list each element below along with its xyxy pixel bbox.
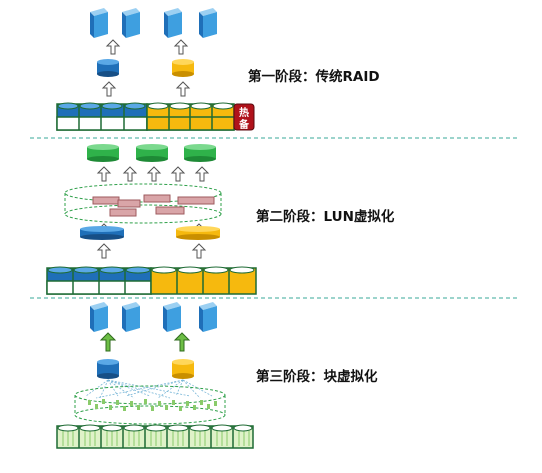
up-arrow-icon	[99, 332, 117, 352]
up-arrow-icon	[146, 166, 162, 182]
up-arrow-icon	[170, 166, 186, 182]
stage-2-label: 第二阶段：LUN虚拟化	[256, 209, 395, 225]
stage-1-disk-array	[56, 102, 235, 131]
cylinder-icon	[136, 144, 168, 162]
server-icon	[122, 8, 140, 38]
stage-1-hosts	[90, 8, 217, 38]
server-icon	[90, 8, 108, 38]
block-chunks	[88, 399, 217, 411]
lun-slice	[92, 196, 120, 205]
stage-2-hosts	[87, 144, 216, 162]
cylinder-icon	[184, 144, 216, 162]
cylinder-icon	[176, 226, 220, 240]
block-virtualization-pool	[74, 385, 226, 425]
stage-2-disk-array	[46, 266, 257, 295]
up-arrow-icon	[173, 332, 191, 352]
lun-slice	[117, 199, 141, 208]
cylinder-icon	[172, 359, 194, 379]
server-icon	[199, 8, 217, 38]
stage-3-disk-array	[56, 424, 254, 449]
lun-slice	[155, 206, 185, 215]
lun-slice	[143, 194, 171, 203]
up-arrow-icon	[175, 81, 191, 97]
server-icon	[163, 302, 181, 332]
hot-spare-disk: 热 备	[233, 103, 255, 131]
server-icon	[122, 302, 140, 332]
server-icon	[199, 302, 217, 332]
block-mapping-lines	[85, 379, 213, 399]
cylinder-icon	[97, 59, 119, 77]
up-arrow-icon	[101, 81, 117, 97]
cylinder-icon	[87, 144, 119, 162]
up-arrow-icon	[122, 166, 138, 182]
hot-spare-char-1: 热	[239, 106, 249, 119]
up-arrow-icon	[105, 39, 121, 55]
stage-3-hosts	[90, 302, 217, 332]
cylinder-icon	[80, 226, 124, 240]
server-icon	[90, 302, 108, 332]
lun-slice	[177, 196, 215, 205]
cylinder-icon	[172, 59, 194, 77]
hot-spare-char-2: 备	[238, 118, 250, 131]
up-arrow-icon	[194, 166, 210, 182]
stage-3-label: 第三阶段：块虚拟化	[256, 369, 378, 385]
cylinder-icon	[97, 359, 119, 379]
stage-1-label: 第一阶段：传统RAID	[248, 69, 380, 85]
up-arrow-icon	[96, 243, 112, 259]
up-arrow-icon	[173, 39, 189, 55]
server-icon	[164, 8, 182, 38]
lun-virtualization-pool	[64, 183, 222, 224]
up-arrow-icon	[191, 243, 207, 259]
lun-slice	[109, 208, 137, 217]
up-arrow-icon	[96, 166, 112, 182]
